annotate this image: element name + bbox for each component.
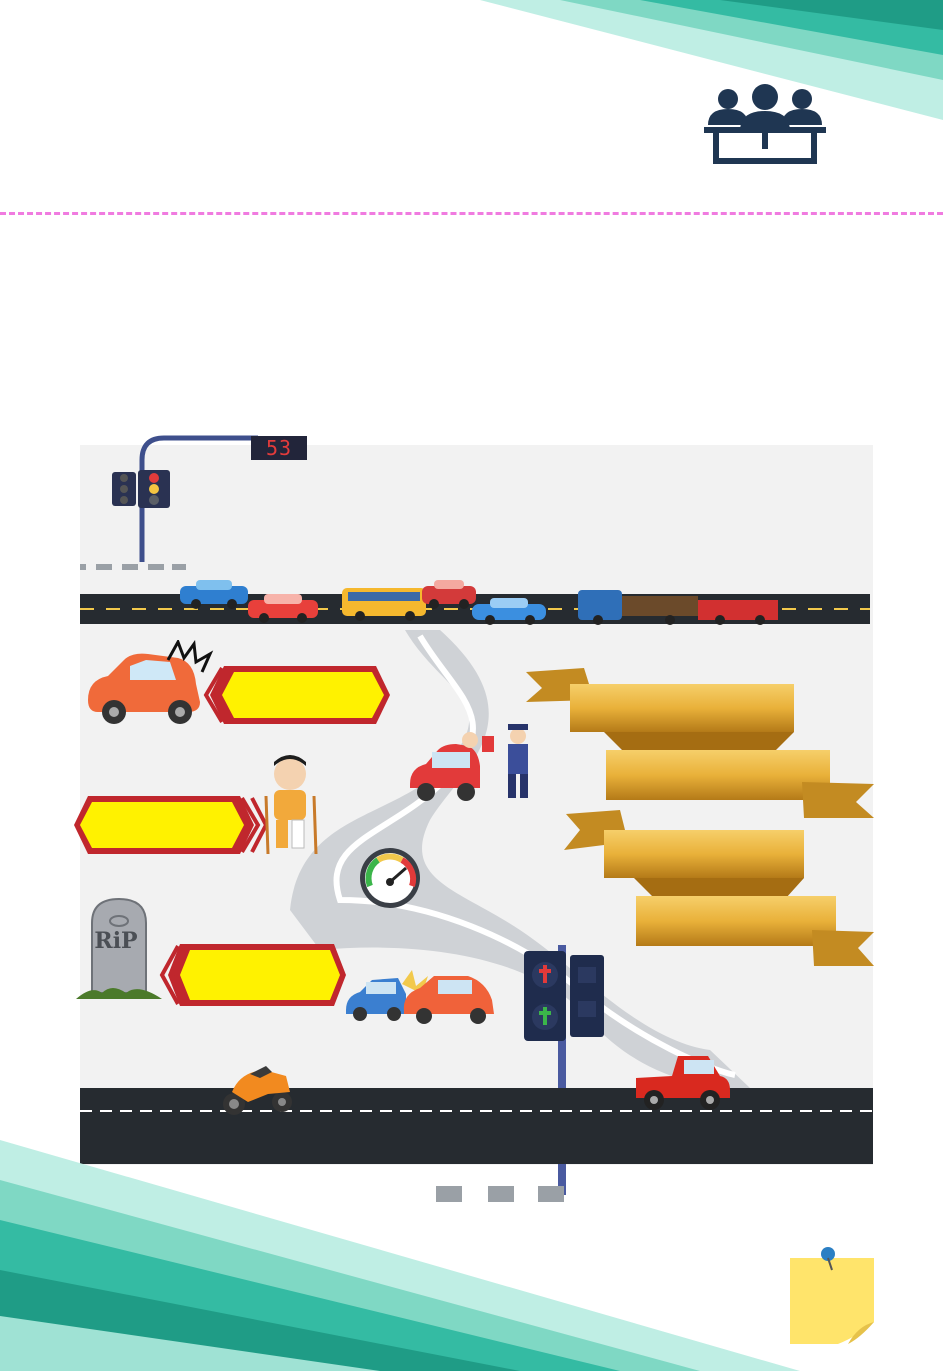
tombstone-icon	[76, 897, 162, 999]
car-blue	[180, 580, 248, 609]
speedometer-icon	[360, 848, 420, 908]
top-road	[80, 580, 870, 625]
injured-person-icon	[264, 755, 318, 855]
label-box-1	[203, 666, 390, 724]
tombstone-text: RiP	[94, 928, 138, 954]
pickup-truck-icon	[636, 1056, 730, 1110]
label-box-3	[159, 944, 346, 1006]
bottom-road	[80, 1088, 873, 1164]
curb-dashes-bottom	[436, 1186, 564, 1202]
label-box-2	[74, 796, 268, 854]
traffic-light-icon	[112, 435, 258, 562]
curb-dashes-left	[80, 564, 186, 570]
car-collision-icon	[346, 970, 494, 1024]
sticky-note	[790, 1247, 874, 1344]
top-stripes-decoration	[480, 0, 943, 120]
speed-sign-display: 53	[251, 436, 307, 460]
pedestrian-signal-icon	[524, 945, 604, 1195]
ribbon-banners	[526, 668, 874, 966]
group-people-icon	[704, 84, 826, 164]
header-divider	[0, 212, 943, 215]
crashed-car-icon	[88, 640, 214, 724]
police-officer-icon	[410, 724, 528, 801]
push-pin-icon	[821, 1247, 835, 1271]
bottom-stripes-decoration	[0, 1140, 800, 1371]
motorcycle-icon	[223, 1066, 292, 1115]
